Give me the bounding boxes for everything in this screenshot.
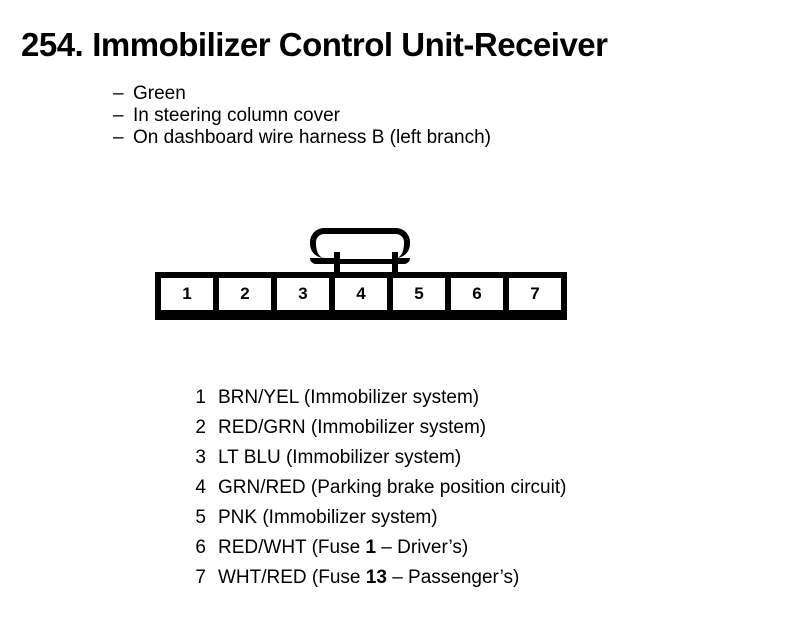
pin-legend-number: 2 [195,417,206,438]
connector-cavity-6: 6 [451,278,503,310]
connector-cavity-5: 5 [393,278,445,310]
pin-legend-fuse-number: 13 [365,567,387,588]
pin-legend-number: 7 [195,567,206,588]
pin-legend-row: 3 LT BLU (Immobilizer system) [190,443,750,473]
pin-legend-number: 5 [195,507,206,528]
description-list: –Green–In steering column cover–On dashb… [113,83,713,149]
connector-cavity-3: 3 [277,278,329,310]
connector-locking-tab-icon [310,228,410,264]
description-item: –Green [113,83,713,105]
connector-tab-stem-left [334,252,340,274]
pin-legend-description: BRN/YEL (Immobilizer system) [218,387,480,408]
connector-tab-stem-right [392,252,398,274]
pin-legend-text-prefix: WHT/RED (Fuse [218,567,366,588]
pin-legend-description: RED/GRN (Immobilizer system) [218,417,487,438]
page-title-text: Immobilizer Control Unit-Receiver [92,26,608,63]
page-title-number: 254. [21,26,84,63]
page-title: 254.Immobilizer Control Unit-Receiver [21,26,608,63]
description-item: –In steering column cover [113,105,713,127]
pin-legend-description: GRN/RED (Parking brake position circuit) [218,477,567,498]
pin-legend-description: PNK (Immobilizer system) [218,507,438,528]
pin-legend-number: 3 [195,447,206,468]
connector-cavity-1: 1 [161,278,213,310]
connector-cavity-7: 7 [509,278,561,310]
pin-legend-row: 2 RED/GRN (Immobilizer system) [190,413,750,443]
pin-legend: 1 BRN/YEL (Immobilizer system) 2 RED/GRN (I… [190,383,750,593]
description-item-label: In steering column cover [133,105,340,126]
description-dash-icon: – [113,105,124,126]
description-item-label: Green [133,83,186,104]
description-dash-icon: – [113,127,124,148]
pin-legend-fuse-number: 1 [365,537,377,558]
pin-legend-text-suffix: – Driver’s) [376,537,469,558]
pin-legend-number: 4 [195,477,206,498]
pin-legend-description: LT BLU (Immobilizer system) [218,447,462,468]
pin-legend-number: 1 [195,387,206,408]
connector-tab-stem-gap [340,252,392,259]
description-item: –On dashboard wire harness B (left branc… [113,127,713,149]
connector-cavity-4: 4 [335,278,387,310]
pin-legend-text-prefix: RED/WHT (Fuse [218,537,366,558]
pin-legend-text-suffix: – Passenger’s) [386,567,520,588]
pin-legend-row: 5 PNK (Immobilizer system) [190,503,750,533]
description-dash-icon: – [113,83,124,104]
connector-cavity-2: 2 [219,278,271,310]
pin-legend-description: RED/WHT (Fuse 1 – Driver’s) [218,533,468,563]
pin-legend-row: 4 GRN/RED (Parking brake position circuit… [190,473,750,503]
pin-legend-row: 7 WHT/RED (Fuse 13 – Passenger’s) [190,563,750,593]
pin-legend-description: WHT/RED (Fuse 13 – Passenger’s) [218,563,519,593]
pin-legend-row: 6 RED/WHT (Fuse 1 – Driver’s) [190,533,750,563]
pin-legend-number: 6 [195,537,206,558]
pin-legend-row: 1 BRN/YEL (Immobilizer system) [190,383,750,413]
description-item-label: On dashboard wire harness B (left branch… [133,127,492,148]
